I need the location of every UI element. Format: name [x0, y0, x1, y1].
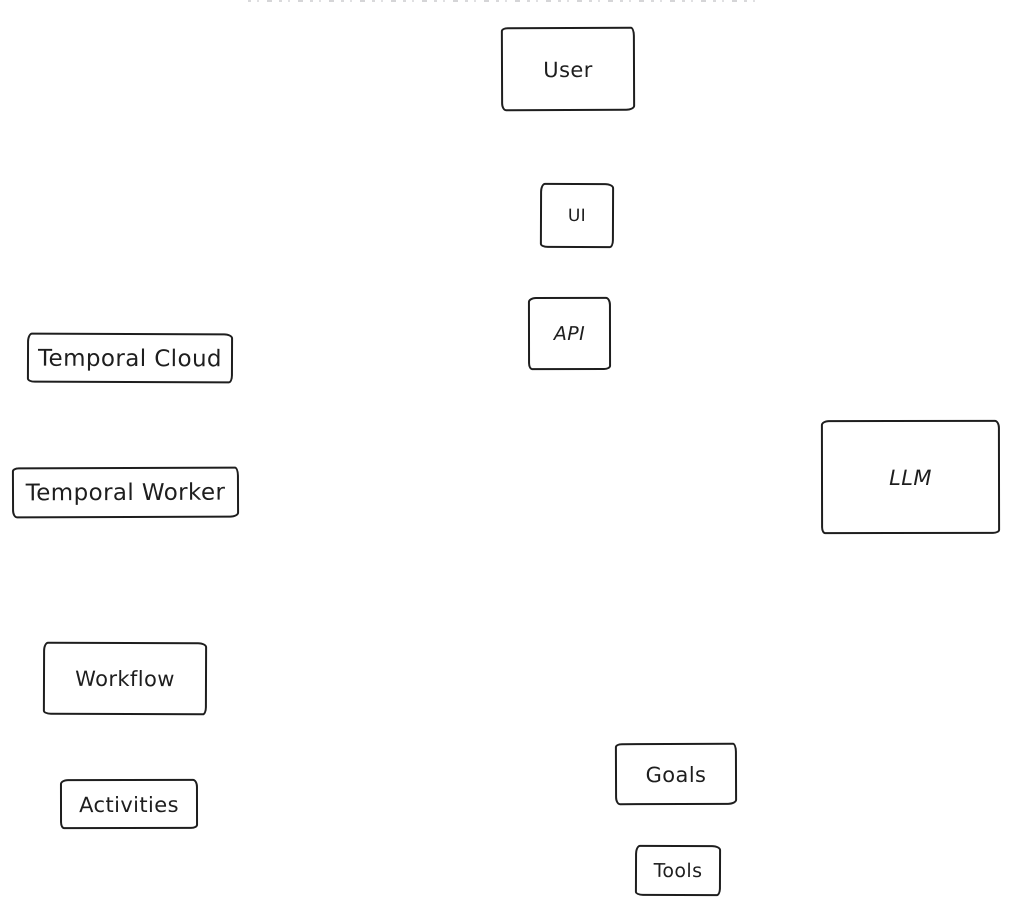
- node-temporal-worker[interactable]: Temporal Worker: [11, 466, 240, 519]
- node-user-label: User: [543, 57, 593, 82]
- node-ui[interactable]: UI: [539, 182, 615, 249]
- node-activities-label: Activities: [79, 792, 179, 817]
- cropped-text-top-edge: [248, 0, 760, 4]
- node-activities[interactable]: Activities: [59, 778, 199, 830]
- node-workflow[interactable]: Workflow: [42, 641, 208, 716]
- node-tools[interactable]: Tools: [634, 844, 722, 897]
- node-user[interactable]: User: [500, 26, 636, 112]
- node-api[interactable]: API: [527, 296, 612, 371]
- node-ui-label: UI: [567, 205, 587, 227]
- node-temporal-cloud-label: Temporal Cloud: [37, 345, 222, 372]
- node-temporal-cloud[interactable]: Temporal Cloud: [26, 332, 234, 384]
- node-llm[interactable]: LLM: [820, 419, 1001, 535]
- node-workflow-label: Workflow: [75, 666, 175, 692]
- node-llm-label: LLM: [889, 465, 932, 490]
- node-api-label: API: [553, 322, 586, 346]
- node-tools-label: Tools: [653, 859, 703, 883]
- node-temporal-worker-label: Temporal Worker: [25, 479, 226, 507]
- node-goals-label: Goals: [645, 762, 707, 787]
- node-goals[interactable]: Goals: [614, 742, 738, 806]
